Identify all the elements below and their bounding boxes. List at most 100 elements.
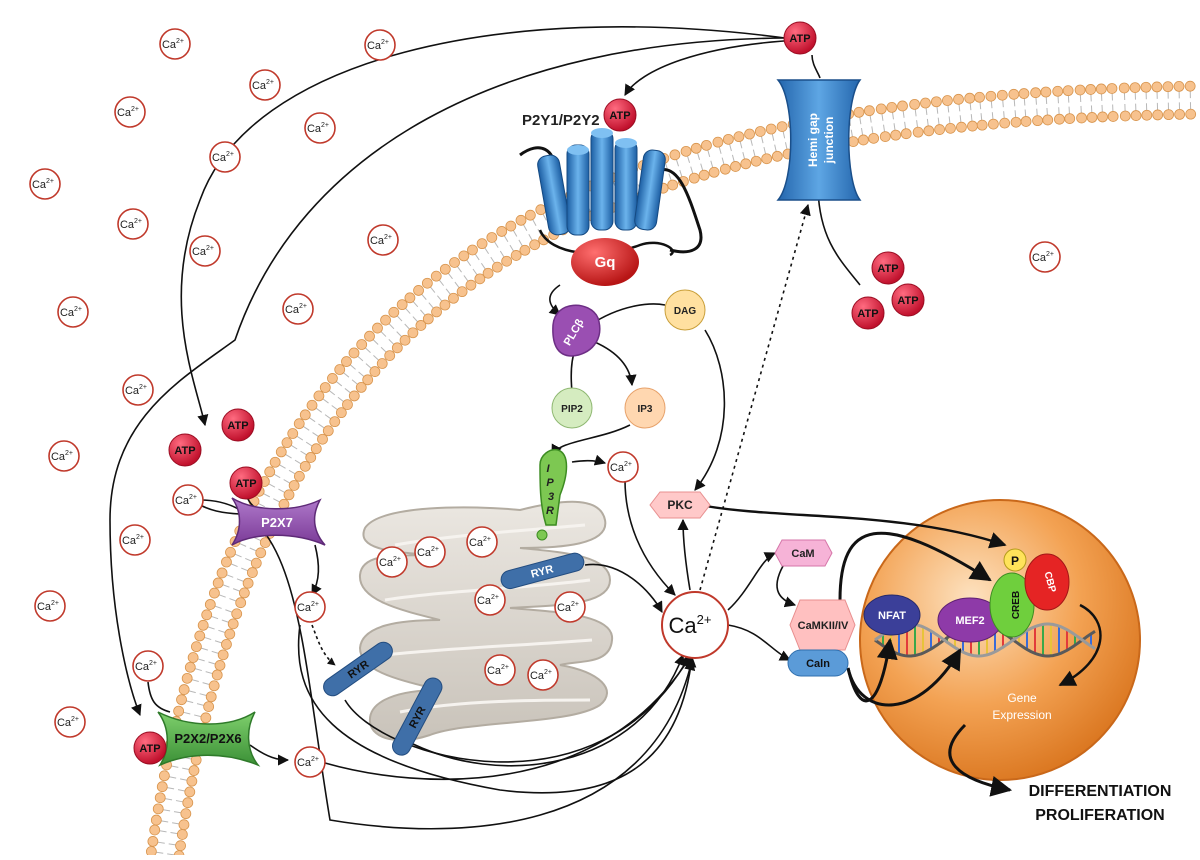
lipid-head — [854, 107, 864, 117]
lipid-head — [181, 809, 191, 819]
lipid-tail — [182, 768, 189, 769]
atp-molecule: ATP — [784, 22, 816, 54]
lipid-head — [1077, 113, 1087, 123]
lipid-head — [1153, 110, 1163, 120]
lipid-head — [701, 140, 711, 150]
calcium-ion: Ca2+ — [160, 29, 190, 59]
lipid-tail — [165, 799, 172, 800]
lipid-head — [177, 829, 187, 839]
lipid-tail — [161, 821, 168, 822]
lipid-tail — [289, 470, 295, 474]
lipid-head — [901, 129, 911, 139]
lipid-tail — [163, 810, 170, 811]
lipid-head — [459, 251, 469, 261]
lipid-head — [381, 315, 391, 325]
lipid-tail — [219, 595, 226, 597]
lipid-head — [1009, 89, 1019, 99]
p2x26-label: P2X2/P2X6 — [174, 731, 241, 746]
lipid-head — [284, 490, 294, 500]
gene-label-2: Expression — [992, 708, 1051, 722]
lipid-tail — [254, 538, 260, 541]
atp-molecule: ATP — [222, 409, 254, 441]
atp-label: ATP — [139, 743, 160, 755]
lipid-head — [766, 124, 776, 134]
lipid-head — [251, 558, 261, 568]
lipid-head — [497, 226, 507, 236]
lipid-tail — [218, 630, 225, 632]
lipid-head — [699, 170, 709, 180]
lipid-head — [935, 125, 945, 135]
lipid-head — [189, 766, 199, 776]
lipid-tail — [455, 282, 459, 288]
lipid-tail — [494, 242, 498, 248]
lipid-head — [891, 130, 901, 140]
lipid-tail — [203, 683, 210, 685]
lipid-head — [956, 122, 966, 132]
lipid-tail — [413, 317, 418, 322]
lipid-tail — [197, 704, 204, 706]
lipid-tail — [504, 236, 508, 242]
phospho-label: P — [1011, 554, 1019, 568]
atp-label: ATP — [235, 478, 256, 490]
lipid-tail — [297, 436, 303, 440]
lipid-tail — [233, 589, 240, 591]
lipid-head — [288, 429, 298, 439]
lipid-head — [232, 609, 242, 619]
lipid-tail — [195, 669, 202, 671]
lipid-head — [720, 164, 730, 174]
lipid-head — [282, 438, 292, 448]
lipid-head — [965, 93, 975, 103]
lipid-tail — [708, 150, 710, 157]
lipid-tail — [366, 364, 371, 369]
lipid-tail — [186, 701, 193, 703]
lipid-tail — [1004, 111, 1005, 118]
lipid-head — [221, 557, 231, 567]
lipid-tail — [192, 680, 199, 682]
lipid-head — [1186, 109, 1196, 119]
lipid-tail — [927, 119, 928, 126]
calcium-ion: Ca2+ — [475, 585, 505, 615]
lipid-tail — [732, 155, 734, 162]
atp-molecule: ATP — [230, 467, 262, 499]
lipid-tail — [291, 445, 297, 449]
lipid-tail — [180, 779, 187, 780]
hemi-label-1: Hemi gap — [806, 113, 820, 167]
lipid-head — [730, 161, 740, 171]
lipid-head — [689, 173, 699, 183]
lipid-head — [1174, 81, 1184, 91]
lipid-head — [1031, 88, 1041, 98]
gene-label-1: Gene — [1007, 691, 1037, 705]
lipid-tail — [215, 641, 222, 643]
lipid-head — [492, 262, 502, 272]
lipid-head — [182, 673, 192, 683]
lipid-head — [1096, 84, 1106, 94]
lipid-tail — [215, 606, 222, 608]
lipid-head — [294, 471, 304, 481]
lipid-head — [405, 293, 415, 303]
lipid-tail — [211, 616, 218, 618]
lipid-tail — [439, 280, 443, 286]
lipid-head — [945, 123, 955, 133]
lipid-tail — [529, 234, 532, 240]
lipid-head — [177, 695, 187, 705]
lipid-tail — [189, 691, 196, 693]
calcium-ion: Ca2+ — [35, 591, 65, 621]
lipid-head — [975, 92, 985, 102]
lipid-head — [691, 143, 701, 153]
lipid-head — [1152, 82, 1162, 92]
lipid-head — [389, 307, 399, 317]
atp-label: ATP — [789, 33, 810, 45]
lipid-head — [174, 851, 184, 855]
lipid-head — [440, 300, 450, 310]
lipid-head — [341, 357, 351, 367]
lipid-tail — [171, 766, 178, 767]
lipid-tail — [872, 126, 873, 133]
lipid-head — [377, 359, 387, 369]
lipid-head — [466, 280, 476, 290]
lipid-head — [159, 771, 169, 781]
calcium-ion: Ca2+ — [118, 209, 148, 239]
lipid-tail — [937, 107, 938, 114]
lipid-tail — [350, 365, 355, 370]
lipid-head — [1164, 110, 1174, 120]
lipid-head — [185, 662, 195, 672]
